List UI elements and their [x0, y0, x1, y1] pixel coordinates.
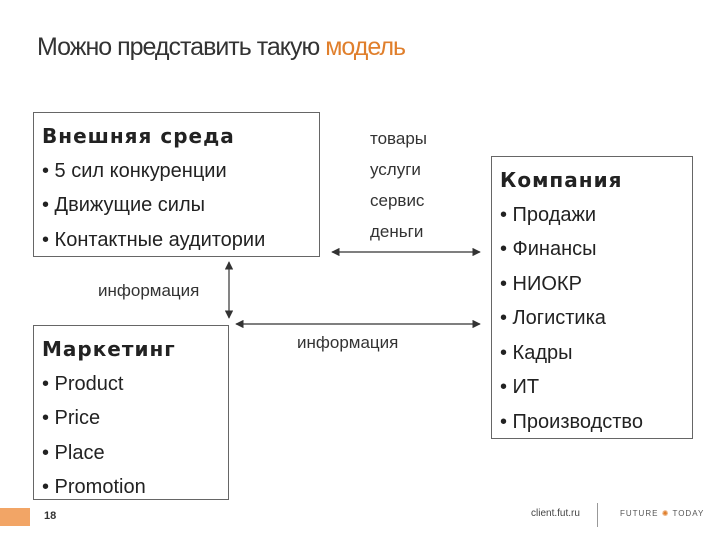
- slide-title: Можно представить такую модель: [37, 33, 406, 62]
- footer-divider: [597, 503, 598, 527]
- marketing-item: • Product: [42, 372, 124, 395]
- flows-list: товары услуги сервис деньги: [370, 123, 427, 247]
- company-heading: Компания: [500, 168, 623, 192]
- marketing-item: • Place: [42, 441, 105, 464]
- marketing-heading: Маркетинг: [42, 337, 176, 361]
- company-item: • Кадры: [500, 341, 573, 364]
- info-label-left: информация: [98, 281, 200, 300]
- company-item: • Производство: [500, 410, 643, 433]
- company-item: • ИТ: [500, 376, 540, 398]
- flow-service: сервис: [370, 191, 425, 210]
- marketing-item: • Promotion: [42, 476, 146, 498]
- logo-mark-icon: ✺: [661, 509, 670, 518]
- info-label-middle: информация: [297, 333, 399, 352]
- external-environment-box: Внешняя среда • 5 сил конкуренции • Движ…: [33, 112, 320, 257]
- external-environment-heading: Внешняя среда: [42, 124, 235, 148]
- company-box: Компания • Продажи • Финансы • НИОКР • Л…: [491, 156, 693, 439]
- title-accent: модель: [325, 33, 406, 61]
- footer-accent-bar: [0, 508, 30, 526]
- page-number: 18: [44, 510, 57, 522]
- external-item: • Контактные аудитории: [42, 228, 266, 251]
- company-item: • Логистика: [500, 307, 606, 329]
- external-item: • 5 сил конкуренции: [42, 159, 227, 182]
- marketing-box: Маркетинг • Product • Price • Place • Pr…: [33, 325, 229, 500]
- company-item: • НИОКР: [500, 272, 582, 295]
- title-main: Можно представить такую: [37, 33, 326, 61]
- future-today-logo: FUTURE ✺ TODAY: [620, 509, 704, 518]
- company-item: • Продажи: [500, 203, 597, 226]
- flow-money: деньги: [370, 222, 424, 241]
- logo-left: FUTURE: [620, 509, 659, 518]
- logo-right: TODAY: [672, 509, 705, 518]
- footer-site: client.fut.ru: [531, 508, 580, 519]
- external-item: • Движущие силы: [42, 194, 206, 216]
- company-item: • Финансы: [500, 238, 597, 260]
- marketing-item: • Price: [42, 407, 101, 429]
- flow-goods: товары: [370, 129, 428, 148]
- flow-services: услуги: [370, 160, 421, 179]
